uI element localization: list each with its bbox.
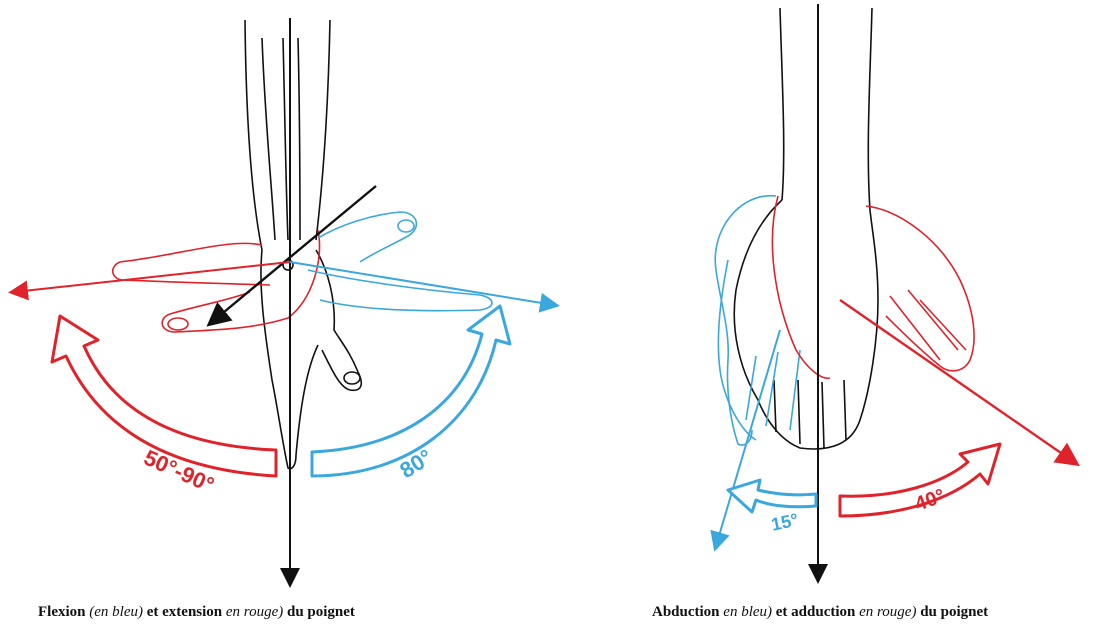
flexion-extension-caption: Flexion (en bleu) et extension en rouge)… [38,604,355,621]
adduction-hand-outline [772,196,974,378]
extension-direction-arrow [14,262,290,292]
forearm-outline [245,20,330,250]
abduction-direction-arrow [716,330,780,546]
flexion-extension-figure: 50°-90° 80° Flexion (en bleu) et extensi… [0,0,560,630]
flexion-hand-outline [308,212,492,311]
flexion-extension-diagram: 50°-90° 80° [0,0,560,630]
abduction-adduction-diagram: 15° 40° [560,0,1114,630]
forearm-outline [780,8,872,210]
abduction-adduction-caption: Abduction en bleu) et adduction en rouge… [652,604,988,621]
abduction-curved-arrow [728,480,816,512]
extension-hand-outline [113,230,320,332]
neutral-hand-outline [261,250,361,468]
wrist-rotation-axis [212,186,376,322]
adduction-direction-arrow [840,300,1074,462]
abduction-angle-label: 15° [769,510,800,535]
flexion-curved-arrow [312,306,510,476]
abduction-adduction-figure: 15° 40° Abduction en bleu) et adduction … [560,0,1114,630]
